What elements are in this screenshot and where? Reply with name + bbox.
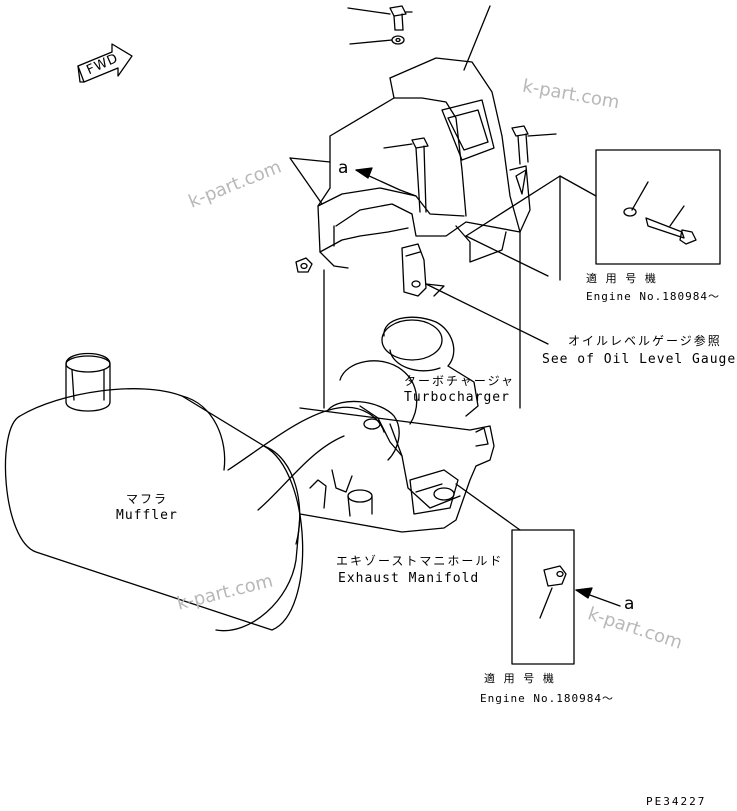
muffler-label-jp: マフラ: [126, 492, 169, 506]
engine-number-bottom: Engine No.180984～: [480, 692, 614, 705]
turbocharger-label-jp: ターボチャージャ: [404, 374, 516, 388]
applicable-serial-label-top: 適 用 号 機: [586, 272, 657, 285]
drawing-code: PE34227: [646, 795, 707, 808]
applicable-serial-label-bottom: 適 用 号 機: [484, 672, 555, 685]
view-arrow-bottom-icon: [575, 587, 621, 607]
view-label-bottom: a: [624, 594, 635, 614]
nut-icon: [295, 257, 313, 273]
exhaust-manifold-icon: [299, 407, 521, 533]
fwd-arrow-icon: [77, 43, 133, 83]
view-label-top: a: [338, 158, 349, 178]
muffler-icon: [4, 352, 385, 632]
bolt-center-icon: [383, 137, 429, 213]
muffler-label-en: Muffler: [116, 508, 178, 523]
exhaust-manifold-label-en: Exhaust Manifold: [338, 571, 480, 586]
view-arrow-top-icon: [355, 167, 417, 197]
leader-line: [465, 175, 561, 237]
oil-level-label-en: See of Oil Level Gauge: [542, 352, 737, 367]
engine-number-top: Engine No.180984～: [586, 290, 720, 303]
detail-box-top: [559, 149, 721, 265]
turbocharger-icon: [327, 316, 479, 515]
leader-line-lower: [465, 235, 549, 277]
oil-level-label-jp: オイルレベルゲージ参照: [568, 334, 722, 348]
turbocharger-label-en: Turbocharger: [404, 390, 510, 405]
detail-box-bottom: [511, 529, 575, 665]
washer-icon: [349, 35, 405, 45]
exhaust-manifold-label-jp: エキゾーストマニホールド: [336, 554, 504, 568]
bolt-right-icon: [511, 125, 557, 165]
top-bolt-icon: [347, 5, 413, 31]
gauge-bracket-icon: [401, 243, 549, 345]
bracket-icon: [289, 5, 531, 409]
